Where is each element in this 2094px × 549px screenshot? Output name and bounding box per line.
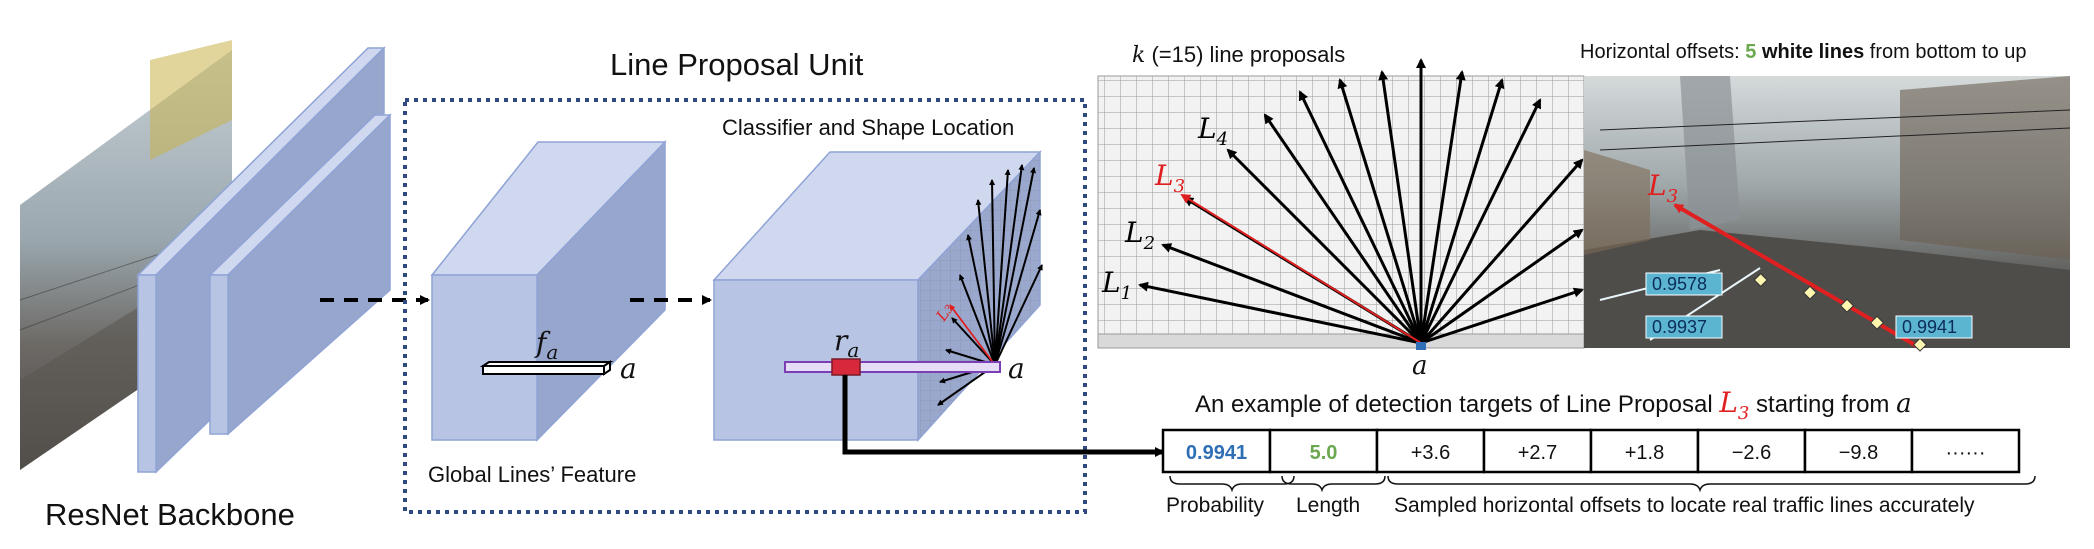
backbone-group: ResNet Backbone (19, 40, 392, 532)
proposal-line-6 (1298, 90, 1423, 344)
brace-probability (1169, 475, 1295, 493)
classifier-label: Classifier and Shape Location (722, 115, 1014, 140)
proposal-line-4 (1226, 148, 1423, 345)
offsets-photo-panel: Horizontal offsets: 5 white lines from b… (1580, 41, 2071, 352)
offset-points (1753, 272, 1928, 352)
anchor-point (1416, 342, 1426, 350)
anchor-row (784, 361, 1001, 373)
target-cell-4 (1482, 428, 1593, 474)
proposal-label-l2: L2 (1124, 216, 1155, 254)
score-badge-2 (1645, 315, 1723, 339)
targets-table: 0.9941 5.0 +3.6 +2.7 +1.8 −2.6 −9.8 ······ (1161, 428, 2021, 474)
proposal-line-l3 (1180, 193, 1422, 344)
proposal-label-l4: L4 (1197, 112, 1228, 150)
proposal-line-10 (1419, 70, 1466, 344)
lpu-dotted-box (403, 98, 1087, 514)
score-text-2: 0.9937 (1652, 317, 1707, 337)
proposal-line-8 (1378, 70, 1423, 344)
length-label: Length (1296, 494, 1360, 517)
proposal-line-13 (1419, 158, 1584, 344)
score-text-3: 0.9941 (1902, 317, 1957, 337)
target-value-2: 5.0 (1310, 442, 1338, 464)
proposals-title: k (=15) line proposals (1132, 42, 1345, 68)
proposal-line-15 (1420, 287, 1584, 345)
offsets-label: Sampled horizontal offsets to locate rea… (1394, 494, 1975, 517)
target-value-6: −2.6 (1732, 442, 1771, 464)
targets-title: An example of detection targets of Line … (1195, 386, 1912, 424)
proposals-panel: k (=15) line proposals a L1 L2 L3 L4 (1097, 42, 1585, 381)
proposal-line-11 (1419, 78, 1505, 344)
target-value-7: −9.8 (1839, 442, 1878, 464)
target-cell-8 (1910, 428, 2021, 474)
target-value-1: 0.9941 (1186, 442, 1247, 464)
proposals-grid (1097, 75, 1585, 349)
photo-line-label: L3 (1647, 169, 1678, 207)
score-text-1: 0.9578 (1652, 274, 1707, 294)
target-cell-3 (1375, 428, 1486, 474)
proposal-line-7 (1337, 78, 1423, 344)
region-symbol: ra (834, 324, 859, 362)
proposal-line-2 (1161, 243, 1422, 345)
target-value-4: +2.7 (1518, 442, 1557, 464)
brace-length (1281, 475, 1386, 493)
target-value-8: ······ (1946, 442, 1986, 464)
target-value-3: +3.6 (1411, 442, 1450, 464)
arrow-region-to-targets (842, 375, 1165, 457)
lpu-group: Line Proposal Unit fa a Global Lines’ Fe… (403, 47, 1165, 514)
proposal-line-1 (1138, 281, 1422, 345)
feature-anchor-symbol: a (620, 352, 637, 385)
probability-label: Probability (1166, 494, 1265, 517)
target-value-5: +1.8 (1625, 442, 1664, 464)
target-cell-6 (1696, 428, 1807, 474)
score-badge-1 (1645, 272, 1723, 296)
grid-anchor-symbol: a (1412, 351, 1428, 381)
classifier-anchor-symbol: a (1008, 352, 1025, 385)
proposal-line-14 (1420, 228, 1584, 345)
lpu-title: Line Proposal Unit (610, 47, 864, 82)
backbone-title: ResNet Backbone (45, 497, 295, 532)
proposal-fan (1138, 58, 1584, 345)
score-badge-3 (1895, 315, 1973, 339)
target-cell-7 (1803, 428, 1914, 474)
brace-offsets (1387, 475, 2036, 493)
global-feature-label: Global Lines’ Feature (428, 462, 636, 487)
proposal-line-12 (1419, 98, 1542, 344)
proposal-label-l3: L3 (1154, 159, 1185, 197)
offsets-caption: Horizontal offsets: 5 white lines from b… (1580, 41, 2027, 63)
proposal-label-l1: L1 (1101, 266, 1132, 304)
proposal-line-5 (1263, 113, 1423, 344)
target-cell-2 (1268, 428, 1379, 474)
mini-proposal-fan: L3 (932, 164, 1043, 406)
targets-panel: An example of detection targets of Line … (1161, 386, 2036, 517)
